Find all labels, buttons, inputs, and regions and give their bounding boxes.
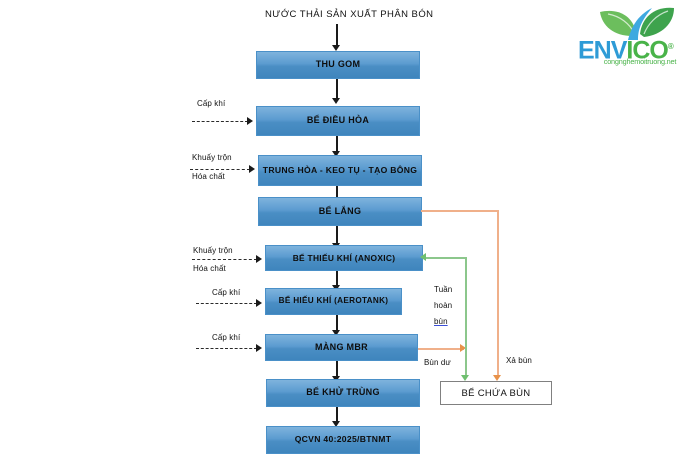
dashed-line-cap-khi-2 — [196, 303, 257, 304]
page-title: NƯỚC THẢI SẢN XUẤT PHÂN BÓN — [265, 9, 434, 20]
process-box-label: TRUNG HÒA - KEO TỤ - TẠO BÔNG — [262, 164, 418, 175]
dashed-line-cap-khi-3 — [196, 348, 257, 349]
process-box-be-khu-trung[interactable]: BỂ KHỬ TRÙNG — [266, 379, 420, 407]
arrow-line-trunghoa-to-belang — [336, 186, 338, 204]
input-label-cap-khi-2: Cấp khí — [212, 288, 241, 297]
flow-label-tuan-hoan-line3: bùn — [434, 317, 448, 326]
logo-en: EN — [578, 36, 612, 65]
process-box-label: BỂ KHỬ TRÙNG — [306, 387, 380, 398]
process-box-label: BỂ HIẾU KHÍ (AEROTANK) — [278, 296, 389, 306]
process-box-be-dieu-hoa[interactable]: BỂ ĐIỀU HÒA — [256, 106, 420, 136]
arrowhead-bun-du — [460, 344, 466, 352]
logo-wordmark: ENVICO® — [578, 34, 696, 63]
leaf-icon — [600, 7, 674, 40]
process-box-label: MÀNG MBR — [315, 341, 368, 352]
process-box-label: BỂ ĐIỀU HÒA — [306, 115, 370, 126]
arrowhead-sludge-to-tank — [461, 375, 469, 381]
arrowhead-hoa-chat-2 — [256, 255, 262, 263]
arrow-line-thugom-to-dieuhoa — [336, 78, 338, 100]
sludge-tank-label: BỂ CHỨA BÙN — [461, 387, 531, 399]
arrow-line-belang-to-thieukhi — [336, 226, 338, 246]
arrow-line-khutrung-to-qcvn — [336, 407, 338, 423]
flow-label-xa-bun: Xả bùn — [506, 356, 532, 365]
arrowhead-title-to-thugom — [332, 45, 340, 51]
arrowhead-tuan-hoan-bun — [420, 253, 426, 261]
process-box-label: BỂ THIẾU KHÍ (ANOXIC) — [292, 252, 396, 263]
input-label-hoa-chat-1: Hóa chất — [192, 172, 225, 181]
process-box-label: QCVN 40:2025/BTNMT — [294, 434, 392, 445]
process-box-label: BỂ LẮNG — [318, 205, 362, 216]
process-box-be-lang[interactable]: BỂ LẮNG — [258, 197, 422, 226]
arrow-line-title-to-thugom — [336, 24, 338, 47]
process-box-qcvn-standard[interactable]: QCVN 40:2025/BTNMT — [266, 426, 420, 454]
input-label-khuay-tron-2: Khuấy trộn — [193, 246, 233, 255]
flow-label-tuan-hoan-line2: hoàn — [434, 301, 453, 310]
recirculation-line-horizontal — [425, 257, 466, 259]
envico-logo: ENVICO® congnghemoitruong.net — [578, 4, 696, 70]
sludge-line-xabun-vertical — [497, 210, 499, 378]
arrowhead-dieuhoa-to-trunghoa — [332, 151, 340, 157]
sludge-line-belang-horizontal — [421, 210, 499, 212]
dashed-line-hoa-chat-2 — [192, 259, 257, 260]
arrowhead-cap-khi-3 — [256, 344, 262, 352]
dashed-line-hoa-chat-1 — [190, 169, 250, 170]
input-label-hoa-chat-2: Hóa chất — [193, 264, 226, 273]
arrow-line-dieuhoa-to-trunghoa — [336, 135, 338, 154]
process-box-thu-gom[interactable]: THU GOM — [256, 51, 420, 79]
process-box-trung-hoa-keo-tu-tao-bong[interactable]: TRUNG HÒA - KEO TỤ - TẠO BÔNG — [258, 155, 422, 186]
input-label-khuay-tron-1: Khuấy trộn — [192, 153, 232, 162]
flow-label-tuan-hoan-line1: Tuần — [434, 285, 453, 294]
process-box-be-thieu-khi-anoxic[interactable]: BỂ THIẾU KHÍ (ANOXIC) — [265, 245, 423, 271]
arrowhead-hieukhi-to-mbr — [332, 330, 340, 336]
process-box-mang-mbr[interactable]: MÀNG MBR — [265, 334, 418, 361]
input-label-cap-khi-1: Cấp khí — [197, 99, 226, 108]
logo-v: V — [610, 36, 628, 65]
logo-ico: ICO — [626, 36, 668, 65]
sludge-line-bun-du-horizontal — [418, 348, 464, 350]
arrowhead-xa-bun — [493, 375, 501, 381]
sludge-storage-tank-box[interactable]: BỂ CHỨA BÙN — [440, 381, 552, 405]
recirculation-line-vertical — [465, 257, 467, 378]
registered-mark: ® — [667, 42, 674, 51]
input-label-cap-khi-3: Cấp khí — [212, 333, 241, 342]
arrowhead-thugom-to-dieuhoa — [332, 98, 340, 104]
arrowhead-cap-khi-2 — [256, 299, 262, 307]
arrowhead-hoa-chat-1 — [249, 165, 255, 173]
arrow-line-hieukhi-to-mbr — [336, 315, 338, 333]
process-box-be-hieu-khi-aerotank[interactable]: BỂ HIẾU KHÍ (AEROTANK) — [265, 288, 402, 315]
logo-tagline: congnghemoitruong.net — [603, 57, 677, 66]
dashed-line-cap-khi-1 — [192, 121, 248, 122]
process-box-label: THU GOM — [315, 59, 361, 70]
arrowhead-cap-khi-1 — [247, 117, 253, 125]
arrow-line-thieukhi-to-hieukhi — [336, 271, 338, 288]
arrow-line-mbr-to-khutrung — [336, 361, 338, 379]
flow-label-bun-du: Bùn dư — [424, 358, 451, 367]
arrowhead-khutrung-to-qcvn — [332, 421, 340, 427]
